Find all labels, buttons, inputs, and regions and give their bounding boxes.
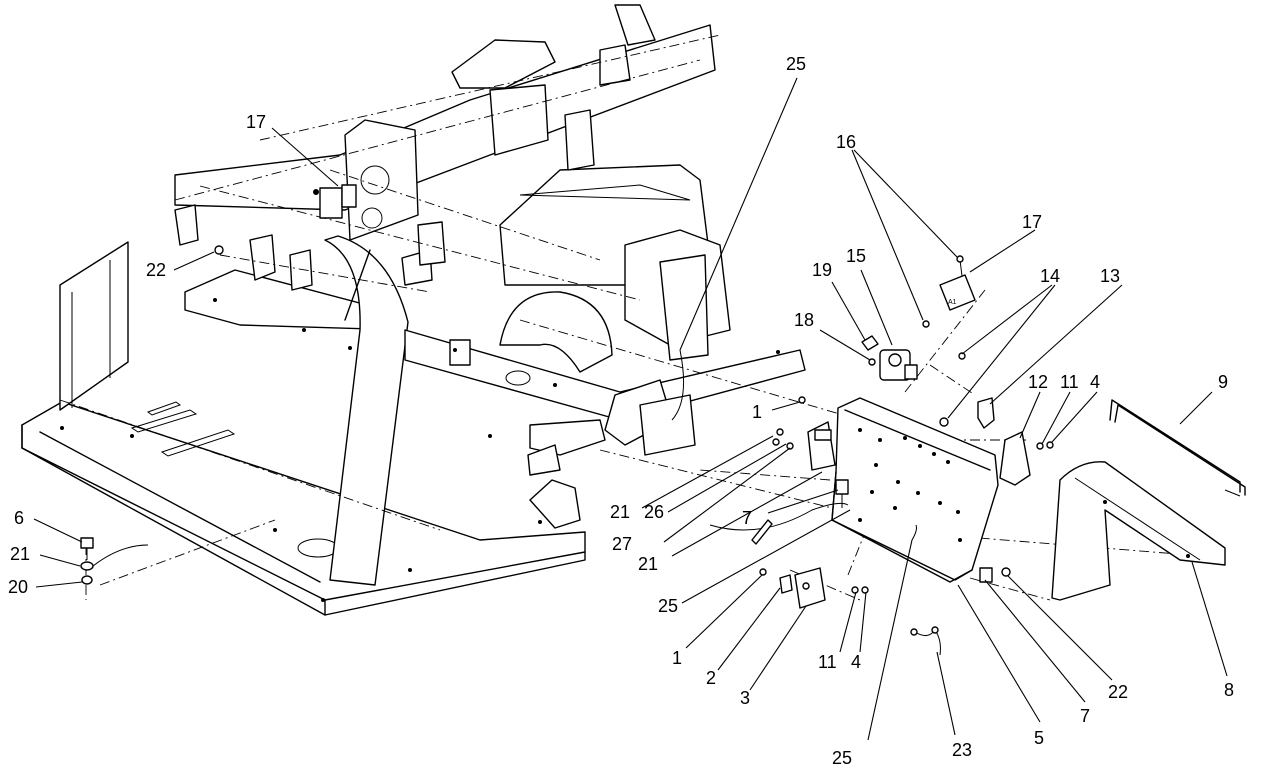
callout-18: 18 [794, 310, 814, 330]
control-panel-plate [831, 397, 999, 583]
callout-27: 27 [612, 534, 632, 554]
washer-11-upper [1036, 442, 1044, 450]
callout-5: 5 [1034, 728, 1044, 748]
washer-14-upper [958, 352, 966, 360]
callout-21-lower: 21 [10, 544, 30, 564]
solenoid-15 [861, 335, 918, 381]
callout-11-lower: 11 [818, 652, 837, 672]
callout-20: 20 [8, 577, 28, 597]
washer-14-lower [939, 417, 949, 427]
bracket-13 [977, 397, 995, 429]
callout-9: 9 [1218, 372, 1228, 392]
nut-4-upper [1046, 441, 1054, 449]
callout-1-lower: 1 [672, 648, 682, 668]
callout-labels: 17 22 25 16 17 19 15 14 13 18 12 11 4 9 … [8, 54, 1234, 768]
callout-15: 15 [846, 246, 866, 266]
callout-1-upper: 1 [752, 402, 762, 422]
callout-25-top: 25 [786, 54, 806, 74]
callout-6: 6 [14, 508, 24, 528]
callout-8: 8 [1224, 680, 1234, 700]
callout-21-upper: 21 [610, 502, 630, 522]
callout-7-left: 7 [742, 508, 752, 528]
nut-22-right [1001, 567, 1011, 577]
callout-26: 26 [644, 502, 664, 522]
callout-21-middle: 21 [638, 554, 658, 574]
nut-22-left [214, 245, 224, 255]
callout-25-bottom: 25 [832, 748, 852, 768]
bolt-7-right [979, 567, 993, 583]
callout-16: 16 [836, 132, 856, 152]
callout-22-left: 22 [146, 260, 166, 280]
callout-14: 14 [1040, 266, 1060, 286]
ground-bolt-6 [80, 537, 149, 585]
callout-3: 3 [740, 688, 750, 708]
screw-1-upper [798, 396, 806, 404]
callout-19: 19 [812, 260, 832, 280]
callout-2: 2 [706, 668, 716, 688]
callout-22-right: 22 [1108, 682, 1128, 702]
handle-9 [1109, 399, 1246, 497]
callout-17-left: 17 [246, 112, 266, 132]
wire-harness-25 [671, 349, 685, 421]
callout-7-right: 7 [1080, 706, 1090, 726]
wire-connector [751, 519, 773, 545]
callout-13: 13 [1100, 266, 1120, 286]
cover-8 [1051, 461, 1226, 601]
callout-23: 23 [952, 740, 972, 760]
switch-bracket [772, 421, 836, 471]
leader-lines [33, 77, 1228, 741]
jumper-terminal-a [910, 628, 918, 636]
callout-12: 12 [1028, 372, 1048, 392]
frame-assembly [21, 4, 806, 616]
callout-4-lower: 4 [851, 652, 861, 672]
relay-17-right: A1 [922, 255, 976, 328]
callout-25-middle: 25 [658, 596, 678, 616]
jumper-terminal-b [931, 626, 939, 634]
nut-4-lower [861, 586, 869, 594]
ground-wire [709, 502, 849, 531]
bolt-7-left [835, 479, 849, 508]
jumper-wire-23 [914, 629, 941, 656]
svg-text:A1: A1 [948, 299, 957, 306]
callout-11-upper: 11 [1060, 372, 1079, 392]
relay-17-left [313, 184, 357, 219]
wire-lead-25-lower [911, 524, 917, 541]
washer-11-lower [851, 586, 859, 594]
callout-4-upper: 4 [1090, 372, 1100, 392]
callout-17-right: 17 [1022, 212, 1042, 232]
relay-3 [759, 567, 826, 609]
bracket-12 [999, 431, 1031, 486]
